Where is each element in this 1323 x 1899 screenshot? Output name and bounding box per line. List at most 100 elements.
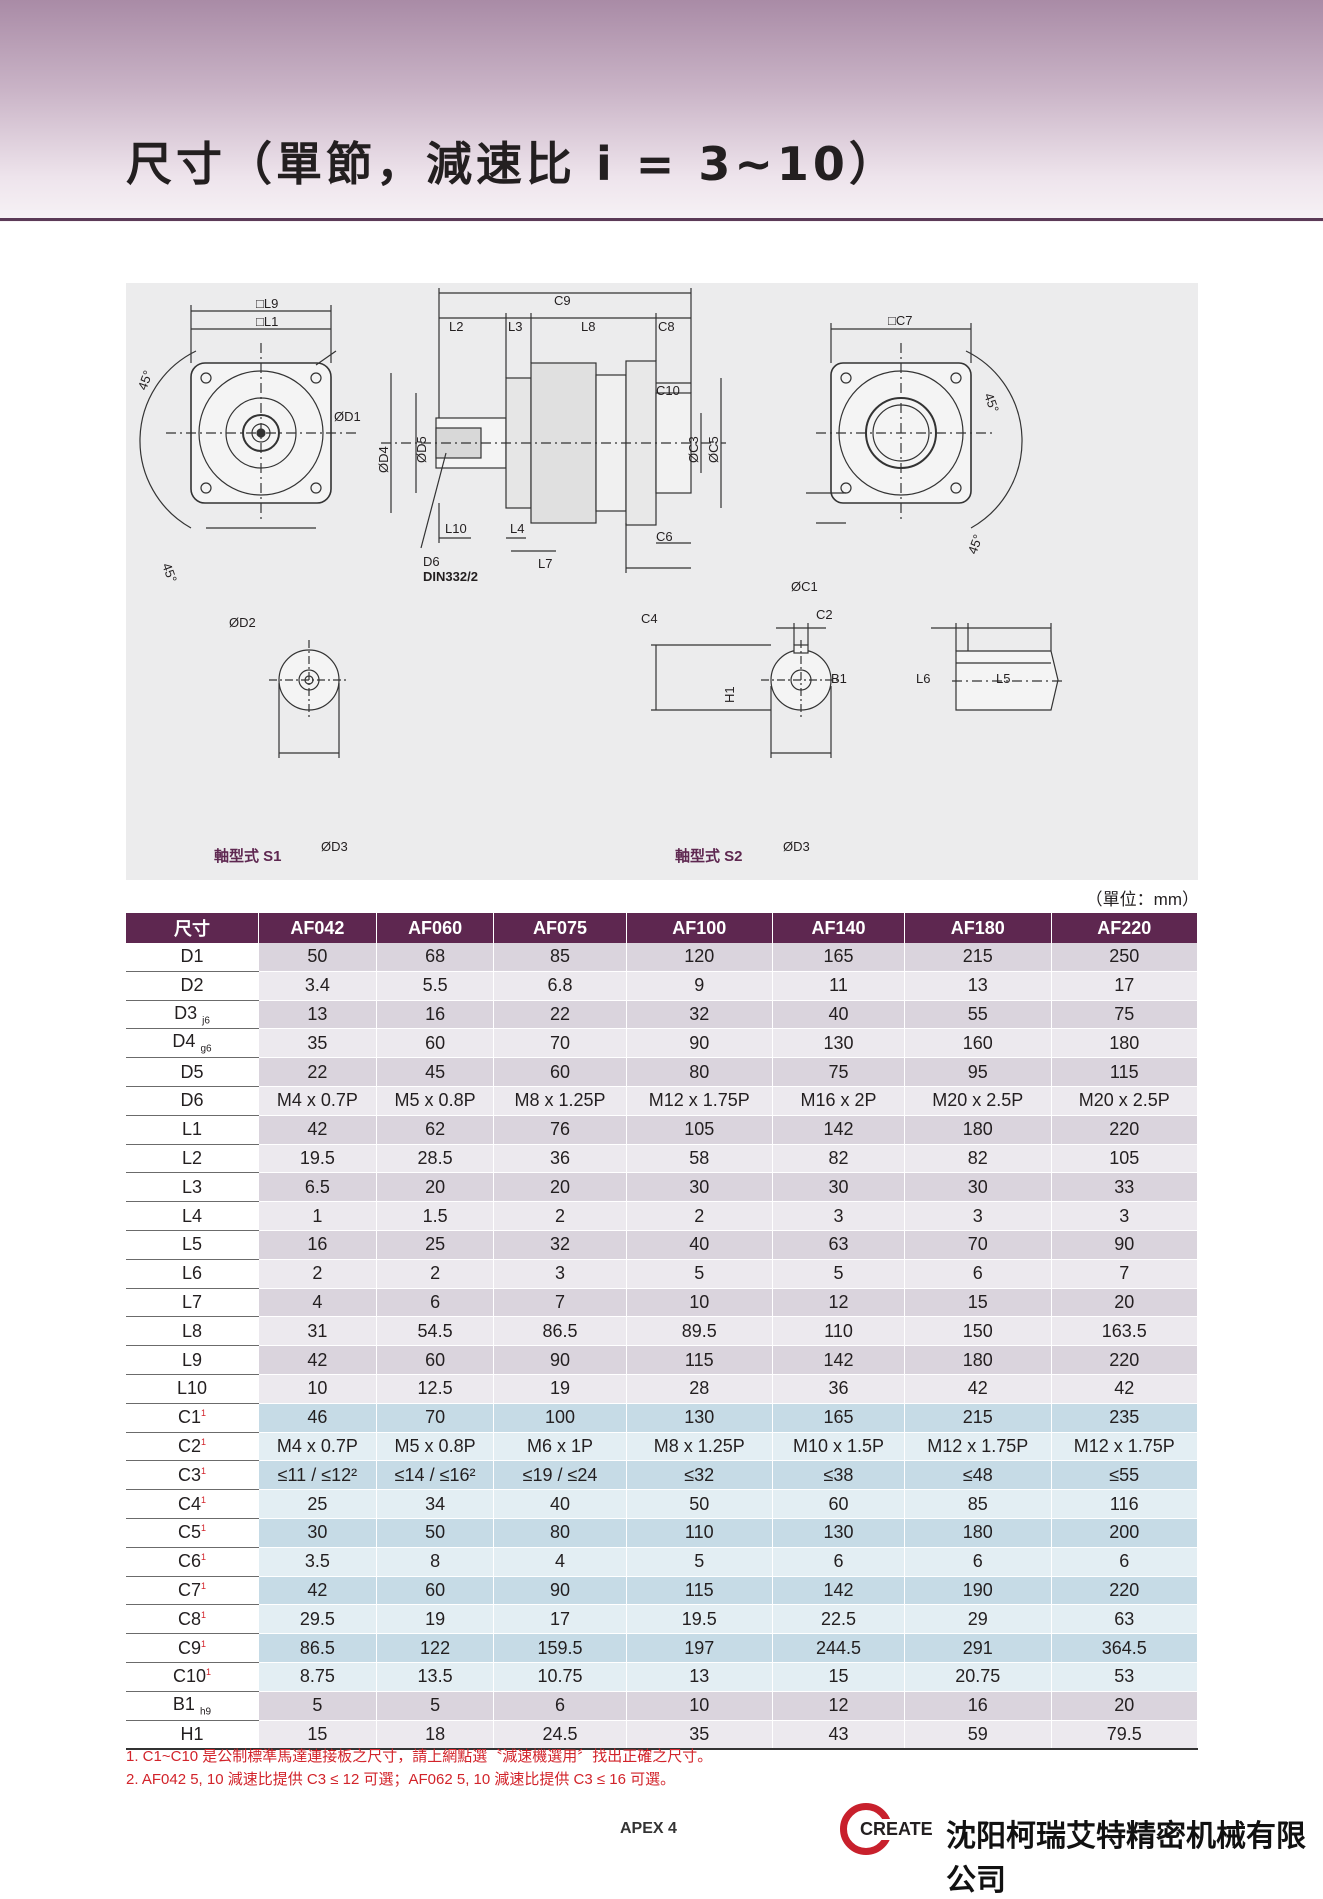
- table-cell: 142: [772, 1115, 906, 1145]
- model-header: AF180: [904, 913, 1052, 943]
- table-cell: 79.5: [1051, 1720, 1198, 1751]
- side-view: [381, 288, 726, 573]
- table-cell: ≤11 / ≤12²: [258, 1460, 377, 1491]
- row-header: L6: [126, 1259, 259, 1289]
- table-cell: 43: [772, 1720, 906, 1751]
- table-cell: 33: [1051, 1172, 1198, 1203]
- label-b1: B1: [831, 671, 847, 686]
- table-cell: 42: [1051, 1374, 1198, 1404]
- table-cell: 200: [1051, 1518, 1198, 1548]
- table-cell: 15: [772, 1662, 906, 1692]
- table-cell: 50: [626, 1489, 773, 1519]
- row-header: C61: [126, 1547, 259, 1577]
- label-s1-d3: ØD3: [321, 839, 348, 854]
- table-cell: 13: [258, 1000, 377, 1030]
- row-header: C41: [126, 1489, 259, 1519]
- table-cell: ≤32: [626, 1460, 773, 1491]
- logo-text: CREATE: [858, 1819, 935, 1840]
- table-cell: 70: [904, 1230, 1052, 1260]
- table-cell: 180: [1051, 1028, 1198, 1059]
- table-cell: 180: [904, 1518, 1052, 1548]
- label-l6: L6: [916, 671, 930, 686]
- table-cell: 30: [258, 1518, 377, 1548]
- table-cell: 20: [493, 1172, 627, 1203]
- table-cell: 1: [258, 1201, 377, 1231]
- table-cell: 220: [1051, 1115, 1198, 1145]
- row-header: L7: [126, 1288, 259, 1318]
- row-header: L10: [126, 1374, 259, 1404]
- table-cell: 34: [376, 1489, 495, 1519]
- label-d6: D6: [423, 554, 440, 569]
- table-cell: M20 x 2.5P: [1051, 1086, 1198, 1116]
- table-cell: M12 x 1.75P: [904, 1432, 1052, 1462]
- table-cell: 6: [1051, 1547, 1198, 1577]
- table-cell: 35: [626, 1720, 773, 1751]
- table-cell: 6: [493, 1691, 627, 1721]
- table-cell: 63: [1051, 1604, 1198, 1635]
- row-header: B1 h9: [126, 1691, 259, 1721]
- table-cell: 35: [258, 1028, 377, 1059]
- table-cell: 19: [376, 1604, 495, 1635]
- row-header: L3: [126, 1172, 259, 1203]
- table-cell: 42: [258, 1576, 377, 1606]
- table-cell: 13: [904, 971, 1052, 1001]
- table-cell: 12: [772, 1691, 906, 1721]
- table-cell: 130: [626, 1403, 773, 1433]
- table-cell: ≤55: [1051, 1460, 1198, 1491]
- footnote-2: 2. AF042 5, 10 減速比提供 C3 ≤ 12 可選；AF062 5,…: [126, 1771, 676, 1788]
- table-cell: 5: [626, 1259, 773, 1289]
- table-cell: 6: [772, 1547, 906, 1577]
- shaft-s2-view: [651, 623, 841, 758]
- table-cell: 291: [904, 1633, 1052, 1663]
- table-cell: 9: [626, 971, 773, 1001]
- table-cell: 11: [772, 971, 906, 1001]
- row-header: C71: [126, 1576, 259, 1606]
- row-header: L2: [126, 1144, 259, 1174]
- table-cell: 80: [493, 1518, 627, 1548]
- label-c9: C9: [554, 293, 571, 308]
- table-cell: 15: [258, 1720, 377, 1751]
- table-cell: 30: [626, 1172, 773, 1203]
- label-l4: L4: [510, 521, 524, 536]
- label-c6: C6: [656, 529, 673, 544]
- model-header: AF100: [626, 913, 773, 943]
- technical-drawing: □L9 □L1 ØD1 ØD2 45° 45° C9 L2 L3 L8 C8 C…: [126, 283, 1198, 880]
- table-cell: 4: [493, 1547, 627, 1577]
- shaft-s1-label: 軸型式 S1: [214, 847, 282, 865]
- table-cell: M16 x 2P: [772, 1086, 906, 1116]
- table-cell: 32: [626, 1000, 773, 1030]
- label-d5: ØD5: [414, 436, 429, 463]
- label-c5: ØC5: [706, 436, 721, 463]
- table-cell: 18: [376, 1720, 495, 1751]
- table-cell: 40: [626, 1230, 773, 1260]
- row-header: D4 g6: [126, 1028, 259, 1059]
- table-cell: M12 x 1.75P: [1051, 1432, 1198, 1462]
- table-cell: 105: [1051, 1144, 1198, 1174]
- table-cell: 95: [904, 1057, 1052, 1087]
- table-cell: 90: [1051, 1230, 1198, 1260]
- row-header: H1: [126, 1720, 259, 1751]
- model-header: AF060: [376, 913, 495, 943]
- table-cell: 60: [376, 1028, 495, 1059]
- table-cell: 16: [258, 1230, 377, 1260]
- row-header: C91: [126, 1633, 259, 1663]
- table-cell: 22: [493, 1000, 627, 1030]
- table-cell: 2: [626, 1201, 773, 1231]
- row-header: D3 j6: [126, 1000, 259, 1030]
- table-cell: 40: [772, 1000, 906, 1030]
- label-l1: □L1: [256, 314, 278, 329]
- table-cell: M4 x 0.7P: [258, 1432, 377, 1462]
- table-cell: 22.5: [772, 1604, 906, 1635]
- table-cell: 28.5: [376, 1144, 495, 1174]
- label-l5: L5: [996, 671, 1010, 686]
